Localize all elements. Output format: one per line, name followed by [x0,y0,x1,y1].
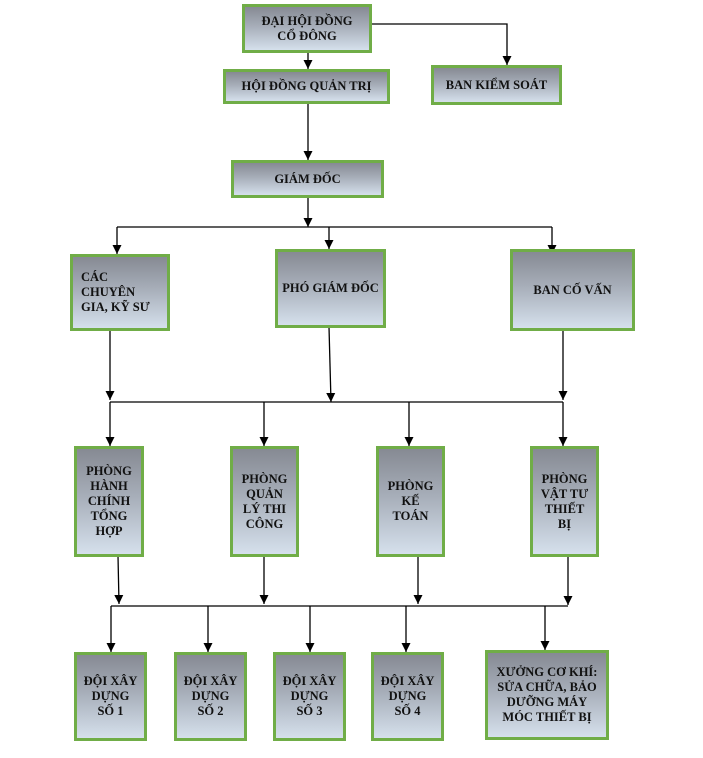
node-cac-chuyen-gia: CÁC CHUYÊN GIA, KỸ SƯ [70,254,170,331]
node-dai-hoi-dong-co-dong: ĐẠI HỘI ĐỒNG CỔ ĐÔNG [242,4,372,53]
node-phong-ke-toan: PHÒNG KẾ TOÁN [376,446,445,557]
edge-phogd-bus [326,326,336,403]
node-doi-xay-dung-1: ĐỘI XÂY DỰNG SỐ 1 [74,652,147,741]
node-giam-doc: GIÁM ĐỐC [231,160,384,198]
node-phong-hanh-chinh: PHÒNG HÀNH CHÍNH TỔNG HỢP [74,446,144,557]
node-hoi-dong-quan-tri: HỘI ĐỒNG QUẢN TRỊ [223,69,390,104]
node-phong-quan-ly-thi-cong: PHÒNG QUẢN LÝ THI CÔNG [230,446,299,557]
node-doi-xay-dung-2: ĐỘI XÂY DỰNG SỐ 2 [174,652,247,741]
node-doi-xay-dung-3: ĐỘI XÂY DỰNG SỐ 3 [273,652,346,741]
edge-dhdcd-bks [372,23,512,65]
node-ban-co-van: BAN CỐ VẤN [510,249,635,331]
node-ban-kiem-soat: BAN KIỂM SOÁT [431,65,562,105]
node-phong-vat-tu: PHÒNG VẬT TƯ THIẾT BỊ [530,446,599,557]
edge-phc-bus [114,555,124,605]
node-pho-giam-doc: PHÓ GIÁM ĐỐC [275,249,386,328]
node-xuong-co-khi: XƯỞNG CƠ KHÍ: SỬA CHỮA, BẢO DƯỠNG MÁY MÓ… [485,650,609,740]
node-doi-xay-dung-4: ĐỘI XÂY DỰNG SỐ 4 [371,652,444,741]
